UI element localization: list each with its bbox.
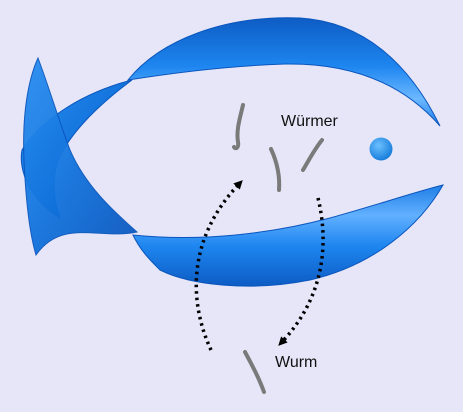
fish-tail-lower-fin xyxy=(23,56,139,257)
fish-upper-body xyxy=(126,17,441,127)
label-worm: Wurm xyxy=(275,354,318,371)
worm-3 xyxy=(301,138,324,172)
fish-eye xyxy=(369,137,393,161)
worm-1 xyxy=(232,103,245,151)
fish-lower-body xyxy=(132,184,445,287)
worm-outside xyxy=(243,350,266,394)
label-worms: Würmer xyxy=(281,113,338,130)
arrow-fish-to-worm xyxy=(278,197,325,346)
worm-2 xyxy=(269,147,282,192)
